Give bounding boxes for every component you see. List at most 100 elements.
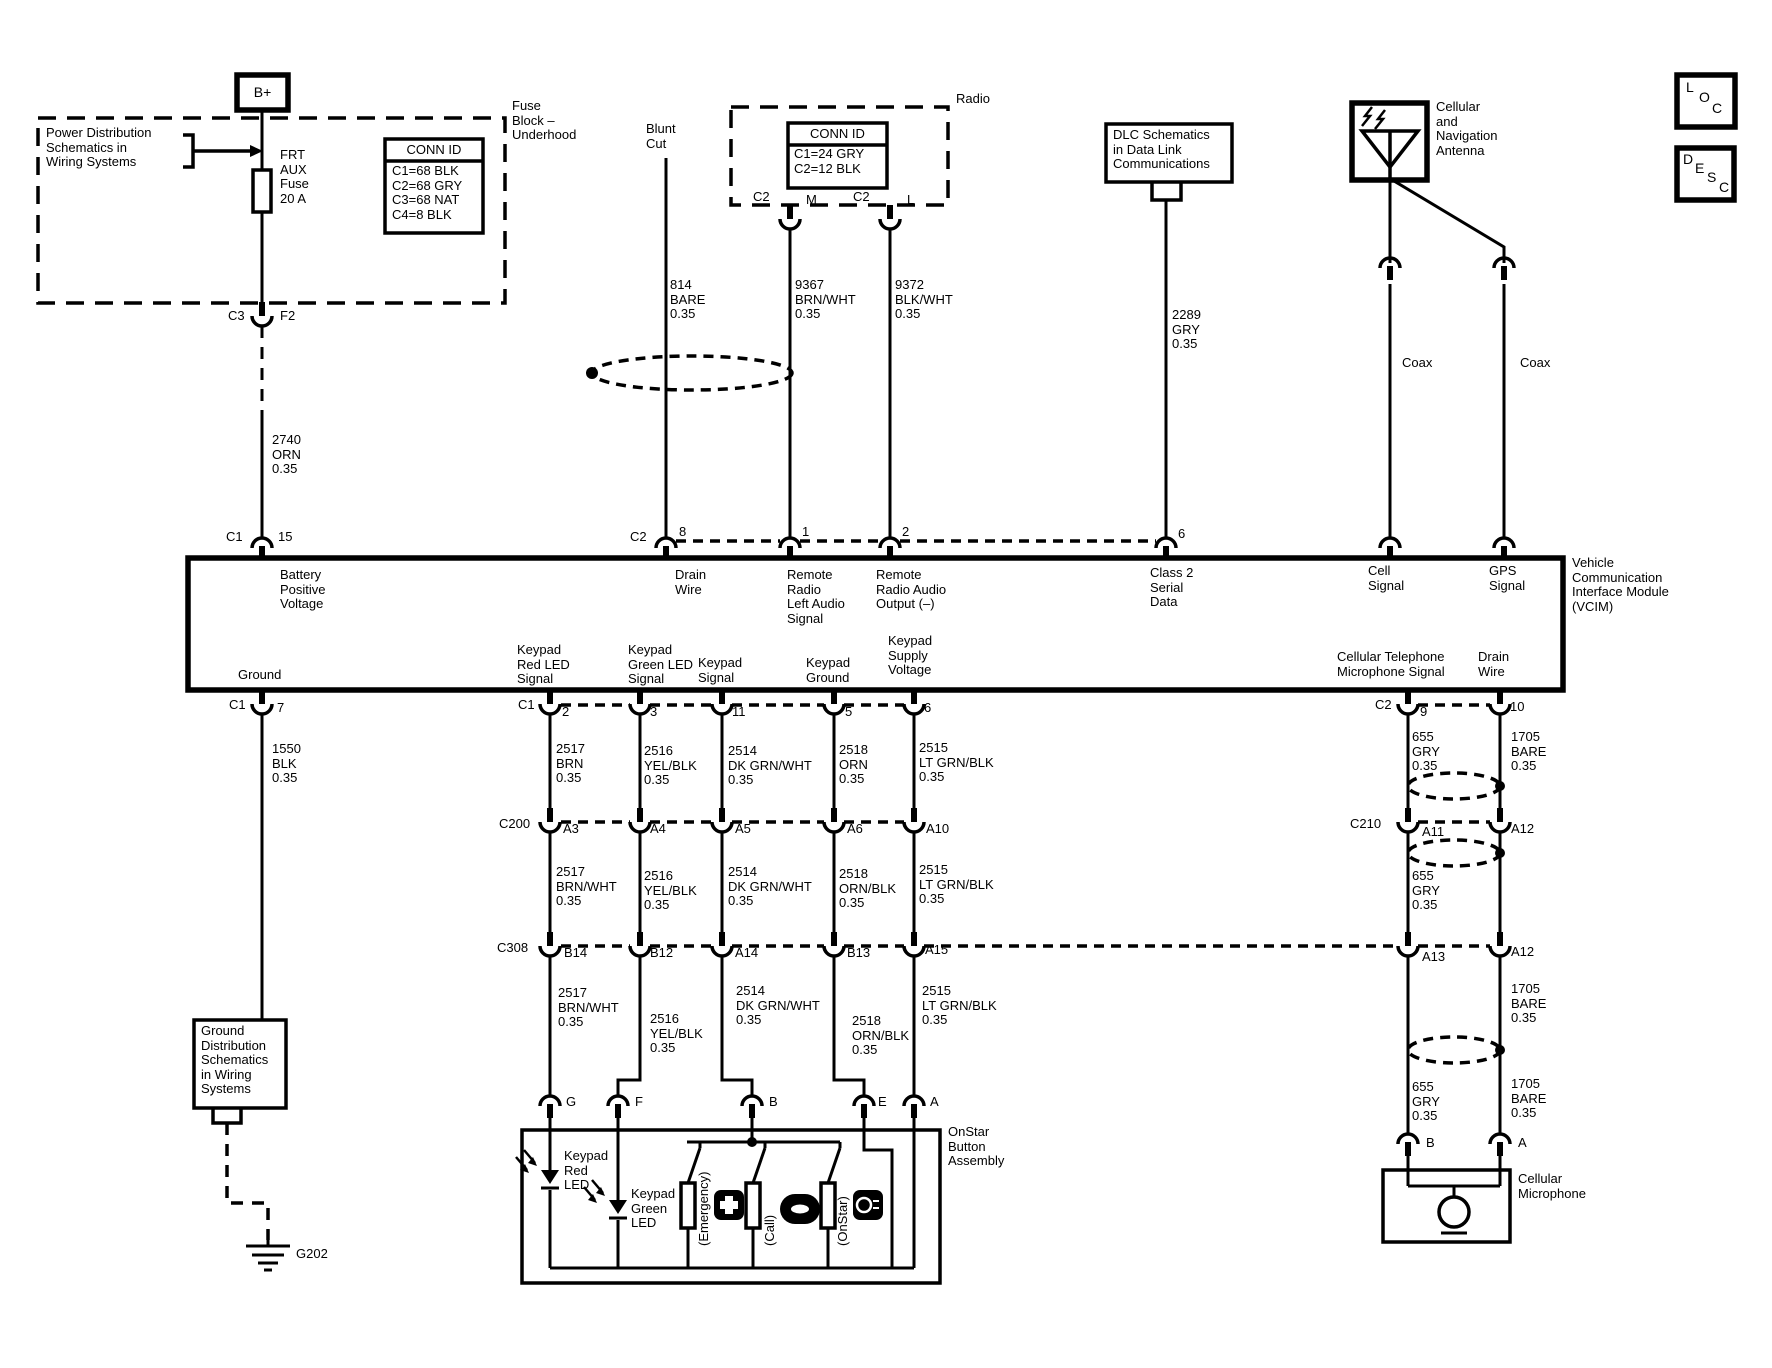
radio-pin-m: M — [806, 192, 817, 207]
radio-pin-l-conn: C2 — [853, 189, 870, 204]
a12-label: A12 — [1511, 944, 1535, 959]
power-ref-bracket — [183, 133, 263, 169]
wire-2514-r1: 2514 DK GRN/WHT 0.35 — [728, 743, 812, 788]
wire-9367-label: 9367 BRN/WHT 0.35 — [795, 277, 856, 322]
emergency-button-icon — [714, 1190, 744, 1220]
loc-letter-c: C — [1712, 100, 1723, 116]
pin-6: 6 — [1178, 526, 1186, 541]
onstar-button-label: (OnStar) — [835, 1196, 850, 1246]
c200-a6: A6 — [847, 821, 863, 836]
c200-a4: A4 — [650, 821, 666, 836]
wire-1705-r2: 1705 BARE 0.35 — [1511, 981, 1547, 1026]
ground-ref-label[interactable]: Ground Distribution Schematics in Wiring… — [201, 1023, 269, 1097]
ground-ref-bracket — [211, 1109, 243, 1125]
c200-a5: A5 — [735, 821, 751, 836]
wire-2514-r3: 2514 DK GRN/WHT 0.35 — [736, 983, 820, 1028]
conn-id-underhood-title: CONN ID — [406, 141, 462, 157]
blunt-cut-label: Blunt Cut — [646, 121, 676, 151]
keypad-red-led-signal-label: Keypad Red LED Signal — [517, 642, 570, 687]
pin-b: B — [769, 1094, 778, 1109]
call-switch-icon[interactable] — [744, 1142, 767, 1230]
keypad-green-led-label: Keypad Green LED — [631, 1186, 676, 1231]
cellular-microphone-label: Cellular Microphone — [1518, 1171, 1586, 1201]
pin-15: 15 — [278, 529, 293, 544]
radio-label: Radio — [956, 91, 990, 106]
onstar-assembly-label: OnStar Button Assembly — [948, 1124, 1005, 1169]
b-plus-label: B+ — [253, 83, 272, 100]
mic-pin-b: B — [1426, 1135, 1435, 1150]
conn-id-radio-box — [786, 121, 889, 190]
desc-box[interactable] — [1674, 145, 1737, 203]
dlc-ref-label[interactable]: DLC Schematics in Data Link Communicatio… — [1113, 127, 1210, 172]
radio-pin-l: L — [907, 192, 915, 207]
fuse-icon — [251, 168, 273, 214]
wire-1705-r1: 1705 BARE 0.35 — [1511, 729, 1547, 774]
red-led-icon — [515, 1149, 559, 1190]
remote-radio-audio-output-label: Remote Radio Audio Output (–) — [876, 567, 947, 612]
power-ref-label[interactable]: Power Distribution Schematics in Wiring … — [46, 125, 152, 170]
coax-right-label: Coax — [1520, 355, 1551, 370]
conn-id-radio-title: CONN ID — [810, 125, 865, 141]
fuse-block-label: Fuse Block – Underhood — [512, 98, 577, 143]
a13-label: A13 — [1422, 949, 1446, 964]
class2-serial-data-label: Class 2 Serial Data — [1150, 565, 1194, 610]
wire-2517-r1: 2517 BRN 0.35 — [556, 741, 585, 786]
pin-c2-top: C2 — [630, 529, 647, 544]
antenna-label: Cellular and Navigation Antenna — [1436, 99, 1498, 158]
dlc-ref-box — [1104, 122, 1234, 184]
wire-2518-r2: 2518 ORN/BLK 0.35 — [839, 866, 897, 911]
c308-a14: A14 — [735, 945, 759, 960]
gps-signal-label: GPS Signal — [1489, 563, 1526, 593]
emergency-switch-icon[interactable] — [679, 1142, 702, 1230]
junction-dot — [747, 1137, 757, 1147]
wire-2516-r3: 2516 YEL/BLK 0.35 — [650, 1011, 703, 1056]
drain-wire-label: Drain Wire — [675, 567, 707, 597]
microphone-icon — [1406, 1156, 1502, 1235]
wire-9372-label: 9372 BLK/WHT 0.35 — [895, 277, 953, 322]
keypad-ground-label: Keypad Ground — [806, 655, 851, 685]
loc-box[interactable] — [1674, 72, 1738, 130]
c308-b13: B13 — [847, 945, 871, 960]
remote-radio-left-audio-label: Remote Radio Left Audio Signal — [787, 567, 845, 626]
keypad-signal-label: Keypad Signal — [698, 655, 743, 685]
pin-6b: 6 — [924, 700, 932, 715]
pin-5: 5 — [845, 704, 853, 719]
cellular-telephone-mic-signal-label: Cellular Telephone Microphone Signal — [1337, 649, 1445, 679]
wire-655-r1: 655 GRY 0.35 — [1412, 729, 1440, 774]
shield-ellipse-icon — [590, 354, 794, 392]
wire-2518-r1: 2518 ORN 0.35 — [839, 742, 868, 787]
c200-label: C200 — [499, 816, 531, 831]
wire-2515-r1: 2515 LT GRN/BLK 0.35 — [919, 740, 994, 785]
wire-655-r3: 655 GRY 0.35 — [1412, 1079, 1440, 1124]
keypad-supply-voltage-label: Keypad Supply Voltage — [888, 633, 933, 678]
pin-e: E — [878, 1094, 887, 1109]
ground-dashed-run — [225, 1123, 270, 1240]
cell-signal-label: Cell Signal — [1368, 563, 1405, 593]
g202-label: G202 — [296, 1246, 328, 1261]
vcim-box — [185, 555, 1566, 693]
c210-a11: A11 — [1422, 824, 1445, 839]
keypad-green-led-signal-label: Keypad Green LED Signal — [628, 642, 694, 687]
wire-814-label: 814 BARE 0.35 — [670, 277, 706, 322]
wire-2518-r3: 2518 ORN/BLK 0.35 — [852, 1013, 910, 1058]
call-button-icon — [780, 1194, 820, 1224]
desc-letter-c: C — [1719, 179, 1730, 195]
pin-c1-top: C1 — [226, 529, 243, 544]
wire-2740-label: 2740 ORN 0.35 — [272, 432, 301, 477]
desc-letter-s: S — [1707, 169, 1717, 185]
onstar-switch-icon[interactable] — [819, 1142, 842, 1230]
pin-11: 11 — [732, 704, 746, 719]
pin-c1-bottom: C1 — [229, 697, 246, 712]
dlc-bracket — [1150, 183, 1183, 202]
onstar-button-icon — [853, 1190, 883, 1220]
pin-2: 2 — [902, 524, 910, 539]
emergency-button-label: (Emergency) — [696, 1171, 711, 1246]
f2-label: F2 — [280, 308, 296, 323]
conn-id-underhood-rows: C1=68 BLK C2=68 GRY C3=68 NAT C4=8 BLK — [392, 163, 463, 222]
cellular-microphone-box — [1381, 1168, 1512, 1244]
ground-icon — [246, 1238, 290, 1272]
c210-a12: A12 — [1511, 821, 1535, 836]
c308-b14: B14 — [564, 945, 588, 960]
wire-2515-r3: 2515 LT GRN/BLK 0.35 — [922, 983, 997, 1028]
